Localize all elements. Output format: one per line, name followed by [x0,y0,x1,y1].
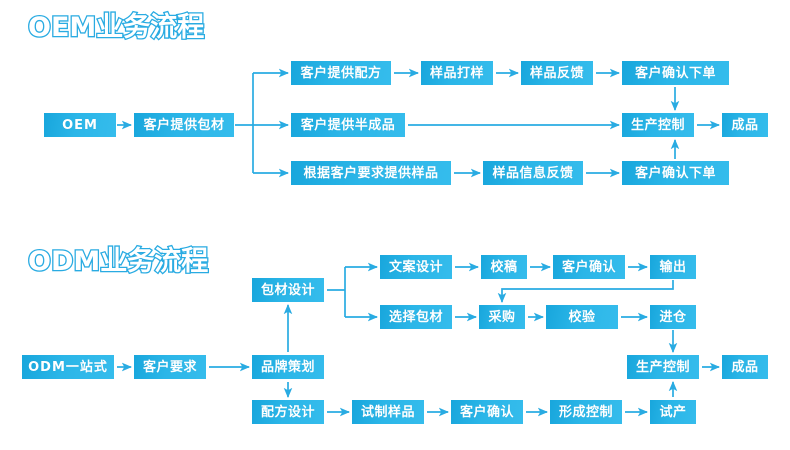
node-odm-production-control[interactable]: 生产控制 [627,355,699,379]
node-oem-customer-confirm-order-bottom[interactable]: 客户确认下单 [622,161,729,185]
node-odm-customer-requirement[interactable]: 客户要求 [134,355,206,379]
node-odm-copywriting-design[interactable]: 文案设计 [380,255,452,279]
node-oem-sample-proofing[interactable]: 样品打样 [421,61,493,85]
node-odm-forming-control[interactable]: 形成控制 [550,400,622,424]
node-oem-customer-confirm-order-top[interactable]: 客户确认下单 [622,61,729,85]
node-oem-start[interactable]: OEM [44,113,116,137]
section-title-odm: ODM业务流程 [27,246,210,277]
node-odm-output[interactable]: 输出 [650,255,696,279]
node-odm-start[interactable]: ODM一站式 [22,355,114,379]
node-oem-production-control[interactable]: 生产控制 [622,113,694,137]
node-odm-formula-design[interactable]: 配方设计 [252,400,324,424]
node-odm-select-packaging[interactable]: 选择包材 [380,305,452,329]
node-odm-package-design[interactable]: 包材设计 [252,278,324,302]
node-oem-sample-feedback[interactable]: 样品反馈 [521,61,593,85]
node-oem-customer-formula[interactable]: 客户提供配方 [291,61,391,85]
node-odm-warehousing[interactable]: 进仓 [650,305,696,329]
node-odm-brand-planning[interactable]: 品牌策划 [252,355,324,379]
arrow-odm-output-to-purchase [497,280,674,304]
node-odm-customer-confirm-copy[interactable]: 客户确认 [553,255,625,279]
node-odm-proofreading[interactable]: 校稿 [481,255,527,279]
node-oem-finished-product[interactable]: 成品 [722,113,768,137]
node-odm-trial-production[interactable]: 试产 [650,400,696,424]
node-odm-customer-confirm-sample[interactable]: 客户确认 [451,400,523,424]
node-odm-purchase[interactable]: 采购 [479,305,525,329]
node-odm-verification[interactable]: 校验 [546,305,618,329]
node-oem-sample-info-feedback[interactable]: 样品信息反馈 [483,161,583,185]
node-odm-finished-product[interactable]: 成品 [722,355,768,379]
node-oem-sample-on-request[interactable]: 根据客户要求提供样品 [291,161,451,185]
node-oem-intake[interactable]: 客户提供包材 [134,113,234,137]
node-oem-customer-semifinished[interactable]: 客户提供半成品 [291,113,405,137]
section-title-oem: OEM业务流程 [27,12,206,43]
node-odm-trial-sample[interactable]: 试制样品 [352,400,424,424]
